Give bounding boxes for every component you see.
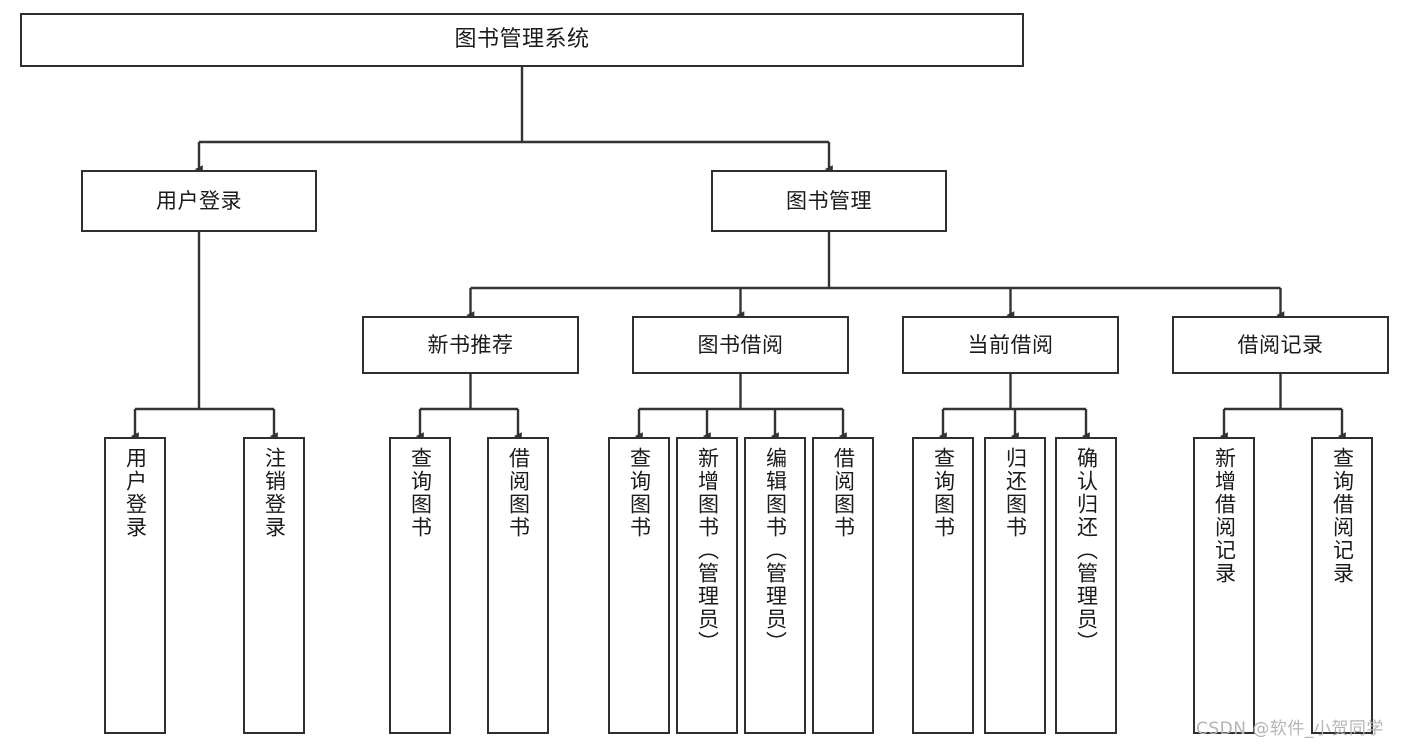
node-label-book-borrow: 图书借阅 xyxy=(697,332,784,357)
node-leaf-query-book-2[interactable]: 查询图书 xyxy=(608,437,670,734)
node-new-book-rec[interactable]: 新书推荐 xyxy=(362,316,579,374)
node-leaf-confirm-return[interactable]: 确认归还（管理员） xyxy=(1055,437,1117,734)
node-label-leaf-borrow-book-2: 借阅图书 xyxy=(831,447,856,539)
node-leaf-user-logout[interactable]: 注销登录 xyxy=(243,437,305,734)
node-label-leaf-query-book-3: 查询图书 xyxy=(931,447,956,539)
node-label-borrow-record: 借阅记录 xyxy=(1237,332,1324,357)
node-label-leaf-add-book: 新增图书（管理员） xyxy=(695,447,720,654)
node-leaf-borrow-book-1[interactable]: 借阅图书 xyxy=(487,437,549,734)
node-book-borrow[interactable]: 图书借阅 xyxy=(632,316,849,374)
node-label-leaf-add-record: 新增借阅记录 xyxy=(1212,447,1237,585)
node-book-manage[interactable]: 图书管理 xyxy=(711,170,947,232)
node-label-leaf-query-book-2: 查询图书 xyxy=(627,447,652,539)
node-user-login[interactable]: 用户登录 xyxy=(81,170,317,232)
node-leaf-query-record[interactable]: 查询借阅记录 xyxy=(1311,437,1373,734)
node-leaf-add-record[interactable]: 新增借阅记录 xyxy=(1193,437,1255,734)
node-label-leaf-user-logout: 注销登录 xyxy=(262,447,287,539)
node-label-leaf-query-book-1: 查询图书 xyxy=(408,447,433,539)
node-label-root: 图书管理系统 xyxy=(454,27,590,53)
node-label-current-borrow: 当前借阅 xyxy=(967,332,1054,357)
node-leaf-return-book[interactable]: 归还图书 xyxy=(984,437,1046,734)
node-leaf-borrow-book-2[interactable]: 借阅图书 xyxy=(812,437,874,734)
node-label-leaf-borrow-book-1: 借阅图书 xyxy=(506,447,531,539)
node-leaf-query-book-1[interactable]: 查询图书 xyxy=(389,437,451,734)
node-borrow-record[interactable]: 借阅记录 xyxy=(1172,316,1389,374)
node-label-leaf-return-book: 归还图书 xyxy=(1003,447,1028,539)
node-label-user-login: 用户登录 xyxy=(156,188,242,213)
node-leaf-edit-book[interactable]: 编辑图书（管理员） xyxy=(744,437,806,734)
node-root[interactable]: 图书管理系统 xyxy=(20,13,1024,67)
node-label-leaf-confirm-return: 确认归还（管理员） xyxy=(1074,447,1099,654)
node-leaf-query-book-3[interactable]: 查询图书 xyxy=(912,437,974,734)
node-label-book-manage: 图书管理 xyxy=(786,188,872,213)
node-label-leaf-query-record: 查询借阅记录 xyxy=(1330,447,1355,585)
node-label-new-book-rec: 新书推荐 xyxy=(427,332,514,357)
node-leaf-user-login[interactable]: 用户登录 xyxy=(104,437,166,734)
node-label-leaf-user-login: 用户登录 xyxy=(123,447,148,539)
node-leaf-add-book[interactable]: 新增图书（管理员） xyxy=(676,437,738,734)
node-current-borrow[interactable]: 当前借阅 xyxy=(902,316,1119,374)
node-label-leaf-edit-book: 编辑图书（管理员） xyxy=(763,447,788,654)
